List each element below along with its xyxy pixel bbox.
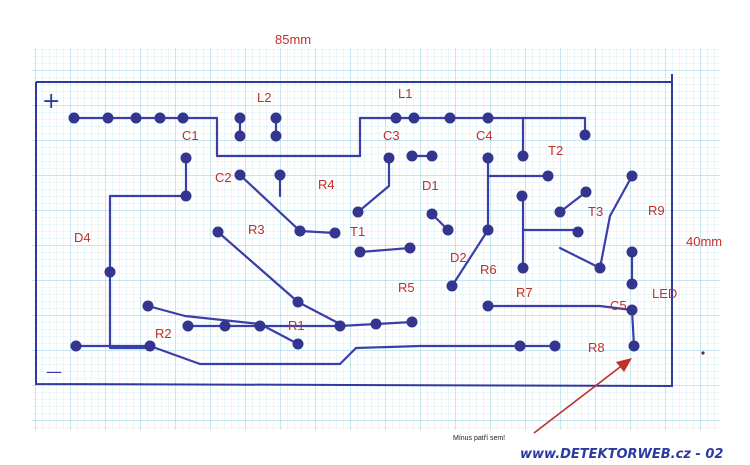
solder-pad <box>514 340 526 352</box>
solder-pad <box>516 190 528 202</box>
solder-pad <box>292 338 304 350</box>
solder-pad <box>446 280 458 292</box>
solder-pad <box>234 169 246 181</box>
solder-pad <box>406 150 418 162</box>
label-r6: R6 <box>480 262 497 277</box>
label-r4: R4 <box>318 177 335 192</box>
solder-pad <box>334 320 346 332</box>
label-t2: T2 <box>548 143 563 158</box>
label-d4: D4 <box>74 230 91 245</box>
component-labels: L2 L1 C1 C3 C4 T2 C2 R4 D1 D4 R3 T1 T3 R… <box>74 86 677 355</box>
solder-pad <box>329 227 341 239</box>
label-c4: C4 <box>476 128 493 143</box>
solder-pad <box>154 112 166 124</box>
solder-pad <box>270 130 282 142</box>
solder-pad <box>594 262 606 274</box>
solder-pad <box>579 129 591 141</box>
solder-pad <box>144 340 156 352</box>
label-r8: R8 <box>588 340 605 355</box>
solder-pad <box>294 225 306 237</box>
solder-pad <box>270 112 282 124</box>
solder-pad <box>542 170 554 182</box>
solder-pad <box>234 130 246 142</box>
label-c5: C5 <box>610 298 627 313</box>
label-t1: T1 <box>350 224 365 239</box>
solder-pad <box>130 112 142 124</box>
website-footer: www.DETEKTORWEB.cz - 02 <box>520 447 723 462</box>
graph-paper <box>32 48 720 430</box>
label-r7: R7 <box>516 285 533 300</box>
solder-pad <box>182 320 194 332</box>
solder-pad <box>426 150 438 162</box>
label-l1: L1 <box>398 86 412 101</box>
solder-pad <box>626 304 638 316</box>
solder-pad <box>68 112 80 124</box>
minus-arrow <box>533 358 632 434</box>
solder-pad <box>180 190 192 202</box>
solder-pad <box>383 152 395 164</box>
solder-pad <box>626 170 638 182</box>
solder-pad <box>628 340 640 352</box>
solder-pad <box>444 112 456 124</box>
solder-pad <box>408 112 420 124</box>
solder-pad <box>404 242 416 254</box>
label-t3: T3 <box>588 204 603 219</box>
minus-annotation: Mínus patří sem! <box>453 435 505 442</box>
solder-pad <box>442 224 454 236</box>
solder-pad <box>572 226 584 238</box>
solder-pad <box>390 112 402 124</box>
label-d1: D1 <box>422 178 439 193</box>
label-r9: R9 <box>648 203 665 218</box>
label-d2: D2 <box>450 250 467 265</box>
solder-pad <box>482 300 494 312</box>
label-r2: R2 <box>155 326 172 341</box>
solder-pad <box>482 224 494 236</box>
solder-pad <box>549 340 561 352</box>
width-dimension: 85mm <box>275 32 311 47</box>
label-c3: C3 <box>383 128 400 143</box>
minus-symbol: — <box>46 362 62 381</box>
height-dimension: 40mm <box>686 234 722 249</box>
solder-pad <box>370 318 382 330</box>
solder-pad <box>70 340 82 352</box>
label-r5: R5 <box>398 280 415 295</box>
plus-symbol: + <box>42 89 60 114</box>
solder-pad <box>354 246 366 258</box>
solder-pad <box>219 320 231 332</box>
solder-pad <box>554 206 566 218</box>
label-l2: L2 <box>257 90 271 105</box>
solder-pad <box>234 112 246 124</box>
label-c2: C2 <box>215 170 232 185</box>
solder-pad <box>482 112 494 124</box>
solder-pad <box>102 112 114 124</box>
solder-pad <box>517 150 529 162</box>
solder-pad <box>180 152 192 164</box>
board-outline <box>35 74 673 388</box>
solder-pad <box>406 316 418 328</box>
label-led: LED <box>652 286 677 301</box>
label-r3: R3 <box>248 222 265 237</box>
pads <box>68 112 640 352</box>
solder-pad <box>292 296 304 308</box>
solder-pad <box>254 320 266 332</box>
solder-pad <box>482 152 494 164</box>
solder-pad <box>142 300 154 312</box>
solder-pad <box>626 278 638 290</box>
marker-dot <box>701 351 705 355</box>
solder-pad <box>274 169 286 181</box>
solder-pad <box>352 206 364 218</box>
label-c1: C1 <box>182 128 199 143</box>
solder-pad <box>517 262 529 274</box>
solder-pad <box>104 266 116 278</box>
label-r1: R1 <box>288 318 305 333</box>
solder-pad <box>580 186 592 198</box>
solder-pad <box>177 112 189 124</box>
solder-pad <box>426 208 438 220</box>
solder-pad <box>626 246 638 258</box>
solder-pad <box>212 226 224 238</box>
